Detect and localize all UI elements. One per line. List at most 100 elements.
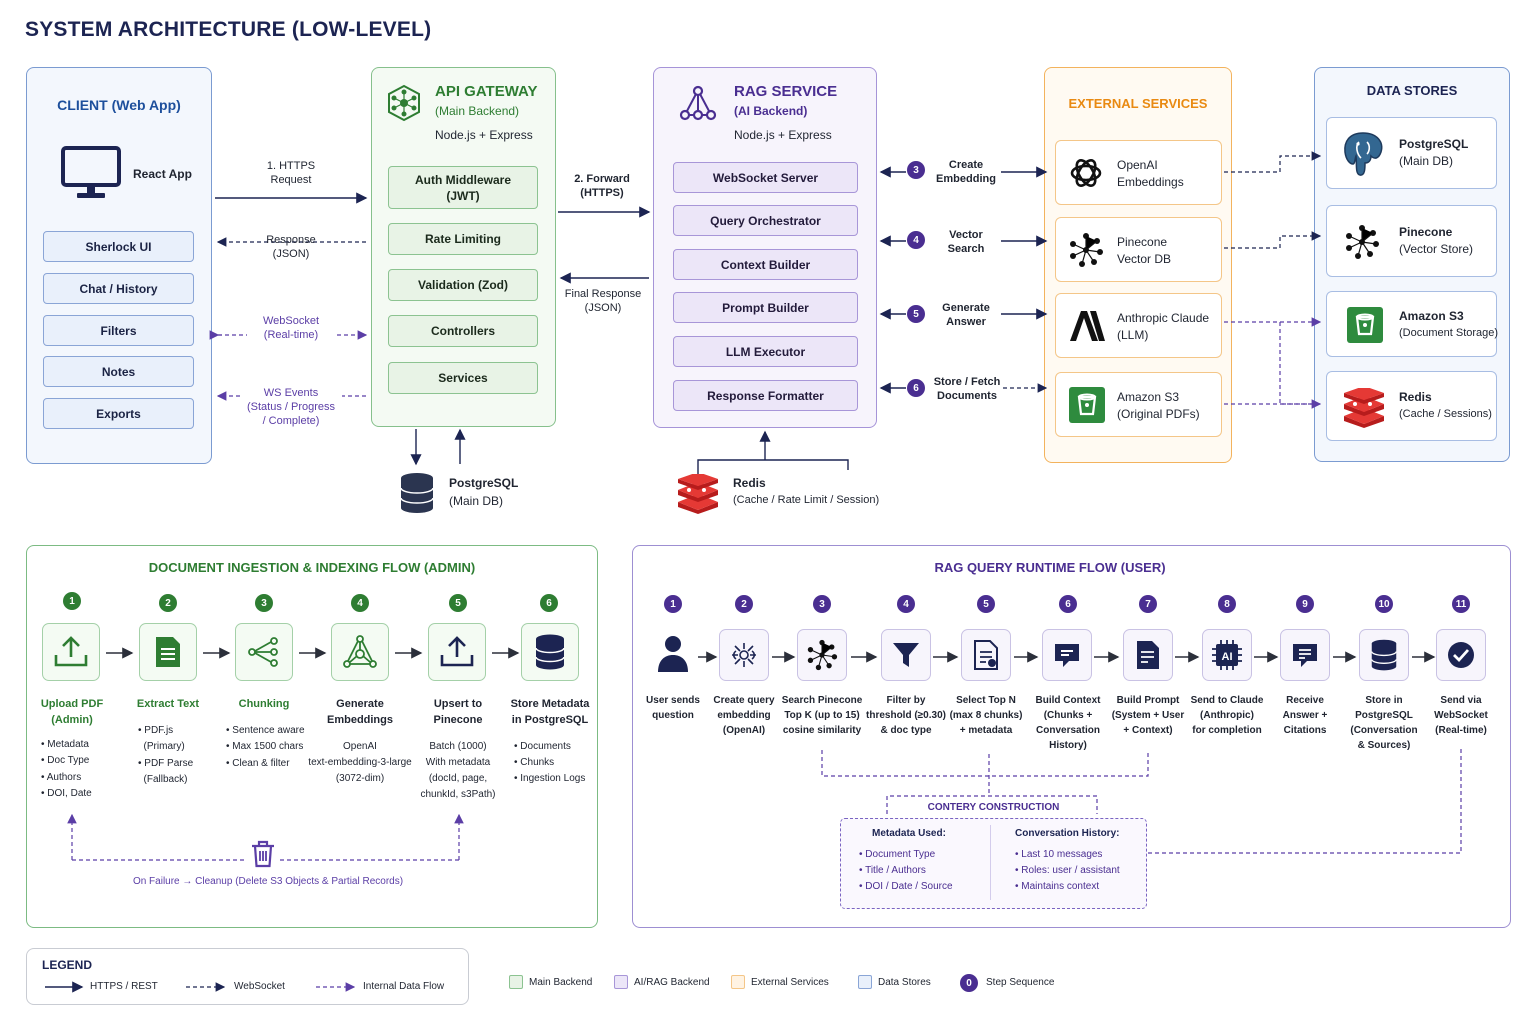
external-card-pinecone[interactable]: Pinecone Vector DB	[1055, 217, 1222, 282]
legend-step-badge: 0	[960, 974, 978, 992]
client-item[interactable]: Chat / History	[43, 273, 194, 304]
context-construction-box	[840, 818, 1147, 909]
runtime-step-label: Store in PostgreSQL (Conversation & Sour…	[1350, 695, 1418, 751]
redis-icon	[676, 472, 720, 519]
datastores-title: DATA STORES	[1366, 83, 1458, 98]
ingestion-detail: • DOI, Date	[41, 788, 92, 799]
ingestion-detail: (3072-dim)	[335, 773, 385, 784]
legend-swatch-label: Data Stores	[878, 977, 931, 988]
metadata-item: • DOI / Date / Source	[859, 881, 953, 892]
anthropic-icon	[1068, 309, 1106, 348]
datastore-card-redis[interactable]: Redis (Cache / Sessions)	[1326, 371, 1497, 441]
client-item[interactable]: Filters	[43, 315, 194, 346]
datastore-card-postgresql[interactable]: PostgreSQL (Main DB)	[1326, 117, 1497, 189]
legend-step-label: Step Sequence	[986, 977, 1055, 988]
history-item: • Last 10 messages	[1015, 849, 1103, 860]
rag-item[interactable]: LLM Executor	[673, 336, 858, 367]
websocket-label: WebSocket (Real-time)	[247, 314, 335, 342]
external-card-name: Pinecone	[1117, 235, 1168, 249]
step-badge: 5	[907, 305, 925, 323]
prompt-icon	[1123, 629, 1173, 681]
runtime-step-label: Create query embedding (OpenAI)	[713, 695, 775, 736]
metadata-item: • Document Type	[859, 849, 936, 860]
https-request-label: 1. HTTPS Request	[266, 160, 316, 186]
filter-icon	[881, 629, 931, 681]
datastore-card-s3[interactable]: Amazon S3 (Document Storage)	[1326, 291, 1499, 357]
rag-item[interactable]: Response Formatter	[673, 380, 858, 411]
datastore-card-pinecone[interactable]: Pinecone (Vector Store)	[1326, 205, 1497, 277]
step-badge: 1	[664, 595, 682, 613]
rag-item[interactable]: Prompt Builder	[673, 292, 858, 323]
rag-service-icon	[678, 84, 718, 129]
datastore-card-name: Amazon S3	[1399, 309, 1464, 323]
ingestion-detail: • Sentence aware	[226, 725, 305, 736]
pinecone-icon	[797, 629, 847, 681]
step-badge: 11	[1452, 595, 1470, 613]
external-card-sub: (LLM)	[1117, 328, 1149, 342]
api-gateway-icon	[385, 84, 423, 127]
metadata-title: Metadata Used:	[872, 828, 946, 839]
ingestion-detail: • Max 1500 chars	[226, 741, 304, 752]
api-item[interactable]: Controllers	[388, 315, 538, 347]
step-badge: 8	[1218, 595, 1236, 613]
runtime-step-label: Build Context (Chunks + Conversation His…	[1035, 695, 1101, 751]
legend-line-label: WebSocket	[234, 981, 285, 992]
upsert-icon	[428, 623, 486, 681]
ingestion-detail: • PDF Parse	[138, 758, 194, 769]
legend-swatch-main-backend	[509, 975, 523, 989]
redis-label: Redis	[733, 476, 766, 490]
external-card-openai[interactable]: OpenAI Embeddings	[1055, 140, 1222, 205]
database-icon	[1359, 629, 1409, 681]
legend-swatch-ai-backend	[614, 975, 628, 989]
ingestion-detail: • Metadata	[41, 739, 89, 750]
runtime-step-label: Send to Claude (Anthropic) for completio…	[1190, 695, 1264, 736]
step-badge: 6	[540, 594, 558, 612]
api-item[interactable]: Rate Limiting	[388, 223, 538, 255]
client-item[interactable]: Exports	[43, 398, 194, 429]
api-db-label: PostgreSQL	[449, 476, 519, 490]
document-icon	[139, 623, 197, 681]
ai-chip-icon: AI	[1202, 629, 1252, 681]
redis-icon	[1342, 386, 1386, 433]
api-item[interactable]: Auth Middleware (JWT)	[388, 166, 538, 209]
step-badge: 4	[897, 595, 915, 613]
upload-icon	[42, 623, 100, 681]
database-icon	[521, 623, 579, 681]
datastore-card-sub: (Document Storage)	[1399, 327, 1499, 339]
client-item[interactable]: Sherlock UI	[43, 231, 194, 262]
ingestion-detail: OpenAI	[343, 741, 377, 752]
rag-item[interactable]: WebSocket Server	[673, 162, 858, 193]
rag-item[interactable]: Query Orchestrator	[673, 205, 858, 236]
legend-line-label: Internal Data Flow	[363, 981, 445, 992]
ext-step-label: Create Embedding	[936, 159, 996, 185]
ingestion-detail: • Ingestion Logs	[514, 773, 586, 784]
external-card-sub: Embeddings	[1117, 175, 1184, 189]
postgresql-icon	[1341, 130, 1385, 183]
ingestion-detail: text-embedding-3-large	[308, 757, 412, 768]
context-icon	[1042, 629, 1092, 681]
ingestion-detail: Batch (1000)	[429, 741, 487, 752]
datastore-card-name: Redis	[1399, 390, 1432, 404]
ingestion-detail: • Documents	[514, 741, 571, 752]
rag-item[interactable]: Context Builder	[673, 249, 858, 280]
ingestion-step-title: Extract Text	[136, 698, 200, 710]
external-card-s3[interactable]: Amazon S3 (Original PDFs)	[1055, 372, 1222, 437]
response-json-label: Response (JSON)	[266, 234, 316, 260]
ingestion-detail: • Authors	[41, 772, 82, 783]
ingestion-step-title: Generate Embeddings	[326, 698, 393, 726]
runtime-step-label: Receive Answer + Citations	[1282, 695, 1328, 736]
legend-title: LEGEND	[42, 958, 93, 972]
api-item[interactable]: Validation (Zod)	[388, 269, 538, 301]
external-card-name: Amazon S3	[1117, 390, 1180, 404]
api-item[interactable]: Services	[388, 362, 538, 394]
failure-note: On Failure → Cleanup (Delete S3 Objects …	[132, 876, 404, 887]
client-title: CLIENT (Web App)	[57, 97, 181, 113]
rag-stack: Node.js + Express	[734, 128, 832, 142]
external-card-anthropic[interactable]: Anthropic Claude (LLM)	[1055, 293, 1222, 358]
datastore-card-sub: (Main DB)	[1399, 154, 1454, 168]
chunking-icon	[235, 623, 293, 681]
client-item[interactable]: Notes	[43, 356, 194, 387]
external-card-sub: Vector DB	[1117, 252, 1172, 266]
datastore-card-name: Pinecone	[1399, 225, 1453, 239]
step-badge: 1	[63, 592, 81, 610]
